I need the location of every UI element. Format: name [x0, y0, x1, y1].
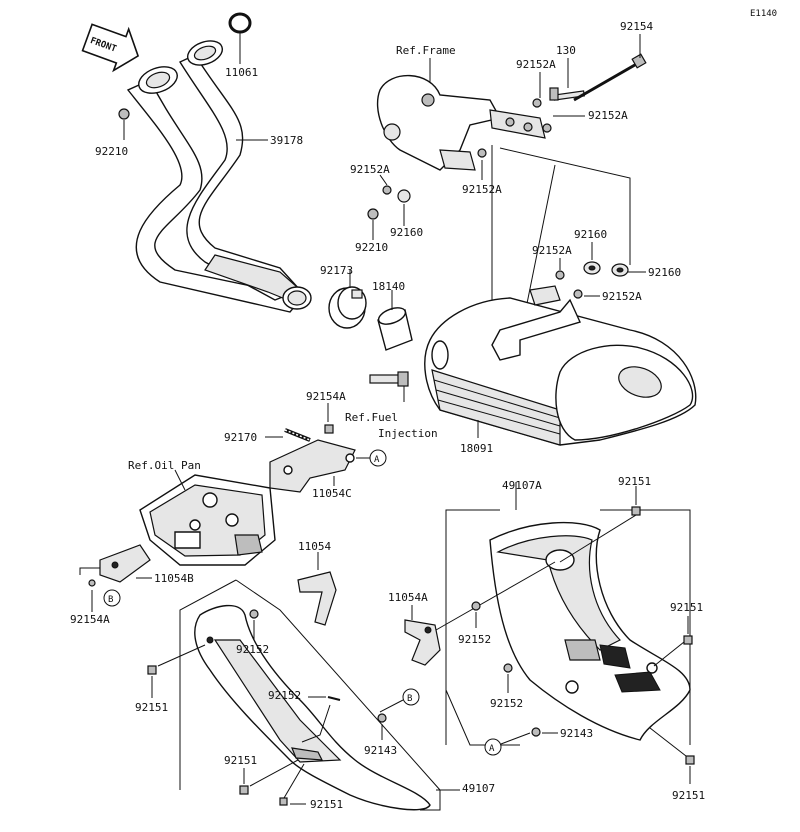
callout-a-top-label: A [374, 455, 380, 465]
label-92151-4: 92151 [224, 754, 257, 767]
callout-b-left-label: B [108, 595, 113, 605]
bolt-92151-4 [239, 785, 249, 795]
bolt-92151-3 [683, 635, 693, 645]
label-92160-2: 92160 [574, 228, 607, 241]
label-49107A: 49107A [502, 479, 542, 492]
label-92210-top: 92210 [95, 145, 128, 158]
label-11054C: 11054C [312, 487, 352, 500]
label-92152-2: 92152 [458, 633, 491, 646]
label-92152A-2: 92152A [588, 109, 628, 122]
ref-frame-label: Ref.Frame [396, 44, 456, 57]
label-92152A-6: 92152A [602, 290, 642, 303]
label-18140: 18140 [372, 280, 405, 293]
ref-fuel-label-1: Ref.Fuel [345, 411, 398, 424]
label-92152A-1: 92152A [516, 58, 556, 71]
bracket-11054B [99, 544, 151, 583]
cover-49107 [194, 604, 431, 811]
bracket-11054A [404, 619, 441, 666]
bolt-92154A-1 [324, 424, 334, 434]
label-49107: 49107 [462, 782, 495, 795]
nut-92210-mid [367, 208, 379, 220]
bolt-92151-6 [685, 755, 695, 765]
label-92152-1: 92152 [236, 643, 269, 656]
ref-oil-pan-label: Ref.Oil Pan [128, 459, 201, 472]
ref-fuel-label-2: Injection [378, 427, 438, 440]
collar-92143-2 [531, 727, 541, 737]
label-92151-6: 92151 [672, 789, 705, 802]
header-pipe-39178 [126, 40, 312, 313]
callout-b-bottom-label: B [407, 694, 412, 704]
label-92173: 92173 [320, 264, 353, 277]
oil-pan-reference [139, 474, 276, 566]
bolt-130 [549, 87, 585, 101]
bracket-11054C [269, 439, 356, 493]
label-11061: 11061 [225, 66, 258, 79]
label-92143-1: 92143 [364, 744, 397, 757]
muffler-cover-49107A [489, 521, 691, 741]
callout-b-bottom: B [402, 688, 420, 706]
grommet-92160-2 [583, 261, 601, 275]
label-11054B: 11054B [154, 572, 194, 585]
callout-a-bottom-label: A [489, 744, 495, 754]
collar-92143-1 [377, 713, 387, 723]
muffler-18091 [424, 285, 697, 446]
label-92152A-5: 92152A [532, 244, 572, 257]
sensor-fitting [369, 371, 409, 387]
label-92154: 92154 [620, 20, 653, 33]
washer-92152A-3 [477, 148, 487, 158]
label-92152A-3: 92152A [462, 183, 502, 196]
label-92160-1: 92160 [390, 226, 423, 239]
washer-92152A-1 [532, 98, 542, 108]
label-39178: 39178 [270, 134, 303, 147]
label-11054A: 11054A [388, 591, 428, 604]
long-bolt-92154 [573, 53, 647, 102]
washer-92152-1 [249, 609, 259, 619]
label-92151-1: 92151 [618, 475, 651, 488]
grommet-92160-3 [611, 263, 629, 277]
label-92154A-2: 92154A [70, 613, 110, 626]
bolt-92151-1 [631, 506, 641, 516]
label-92151-3: 92151 [670, 601, 703, 614]
clamp-92173 [328, 286, 367, 329]
label-92154A-1: 92154A [306, 390, 346, 403]
sleeve-18140 [377, 307, 413, 351]
label-92143-2: 92143 [560, 727, 593, 740]
label-92160-3: 92160 [648, 266, 681, 279]
label-92210-mid: 92210 [355, 241, 388, 254]
callout-a-top: A [369, 449, 387, 467]
nut-92210-top [118, 108, 130, 120]
label-92152A-4: 92152A [350, 163, 390, 176]
stud-92170 [284, 428, 311, 442]
frame-reference-bracket [376, 74, 546, 171]
bolt-92151-5 [279, 797, 288, 806]
label-92170: 92170 [224, 431, 257, 444]
label-92152-4: 92152 [490, 697, 523, 710]
washer-92152A-2 [542, 123, 552, 133]
label-18091: 18091 [460, 442, 493, 455]
washer-92152-3 [327, 696, 341, 701]
front-arrow-icon: FRONT [81, 23, 140, 73]
label-130: 130 [556, 44, 576, 57]
washer-92152-2 [471, 601, 481, 611]
gasket-11061 [228, 12, 252, 34]
label-11054: 11054 [298, 540, 331, 553]
washer-92152-4 [503, 663, 513, 673]
bolt-92151-2 [147, 665, 157, 675]
bolt-92154A-2 [88, 579, 96, 587]
callout-a-bottom: A [484, 738, 502, 756]
label-92151-2: 92151 [135, 701, 168, 714]
label-92152-3: 92152 [268, 689, 301, 702]
label-92151-5: 92151 [310, 798, 343, 811]
bracket-11054 [297, 571, 337, 626]
washer-92152A-6 [573, 289, 583, 299]
washer-92152A-4 [382, 185, 392, 195]
grommet-92160-1 [397, 189, 411, 203]
washer-92152A-5 [555, 270, 565, 280]
callout-b-left: B [103, 589, 121, 607]
diagram-id: E1140 [750, 9, 777, 19]
